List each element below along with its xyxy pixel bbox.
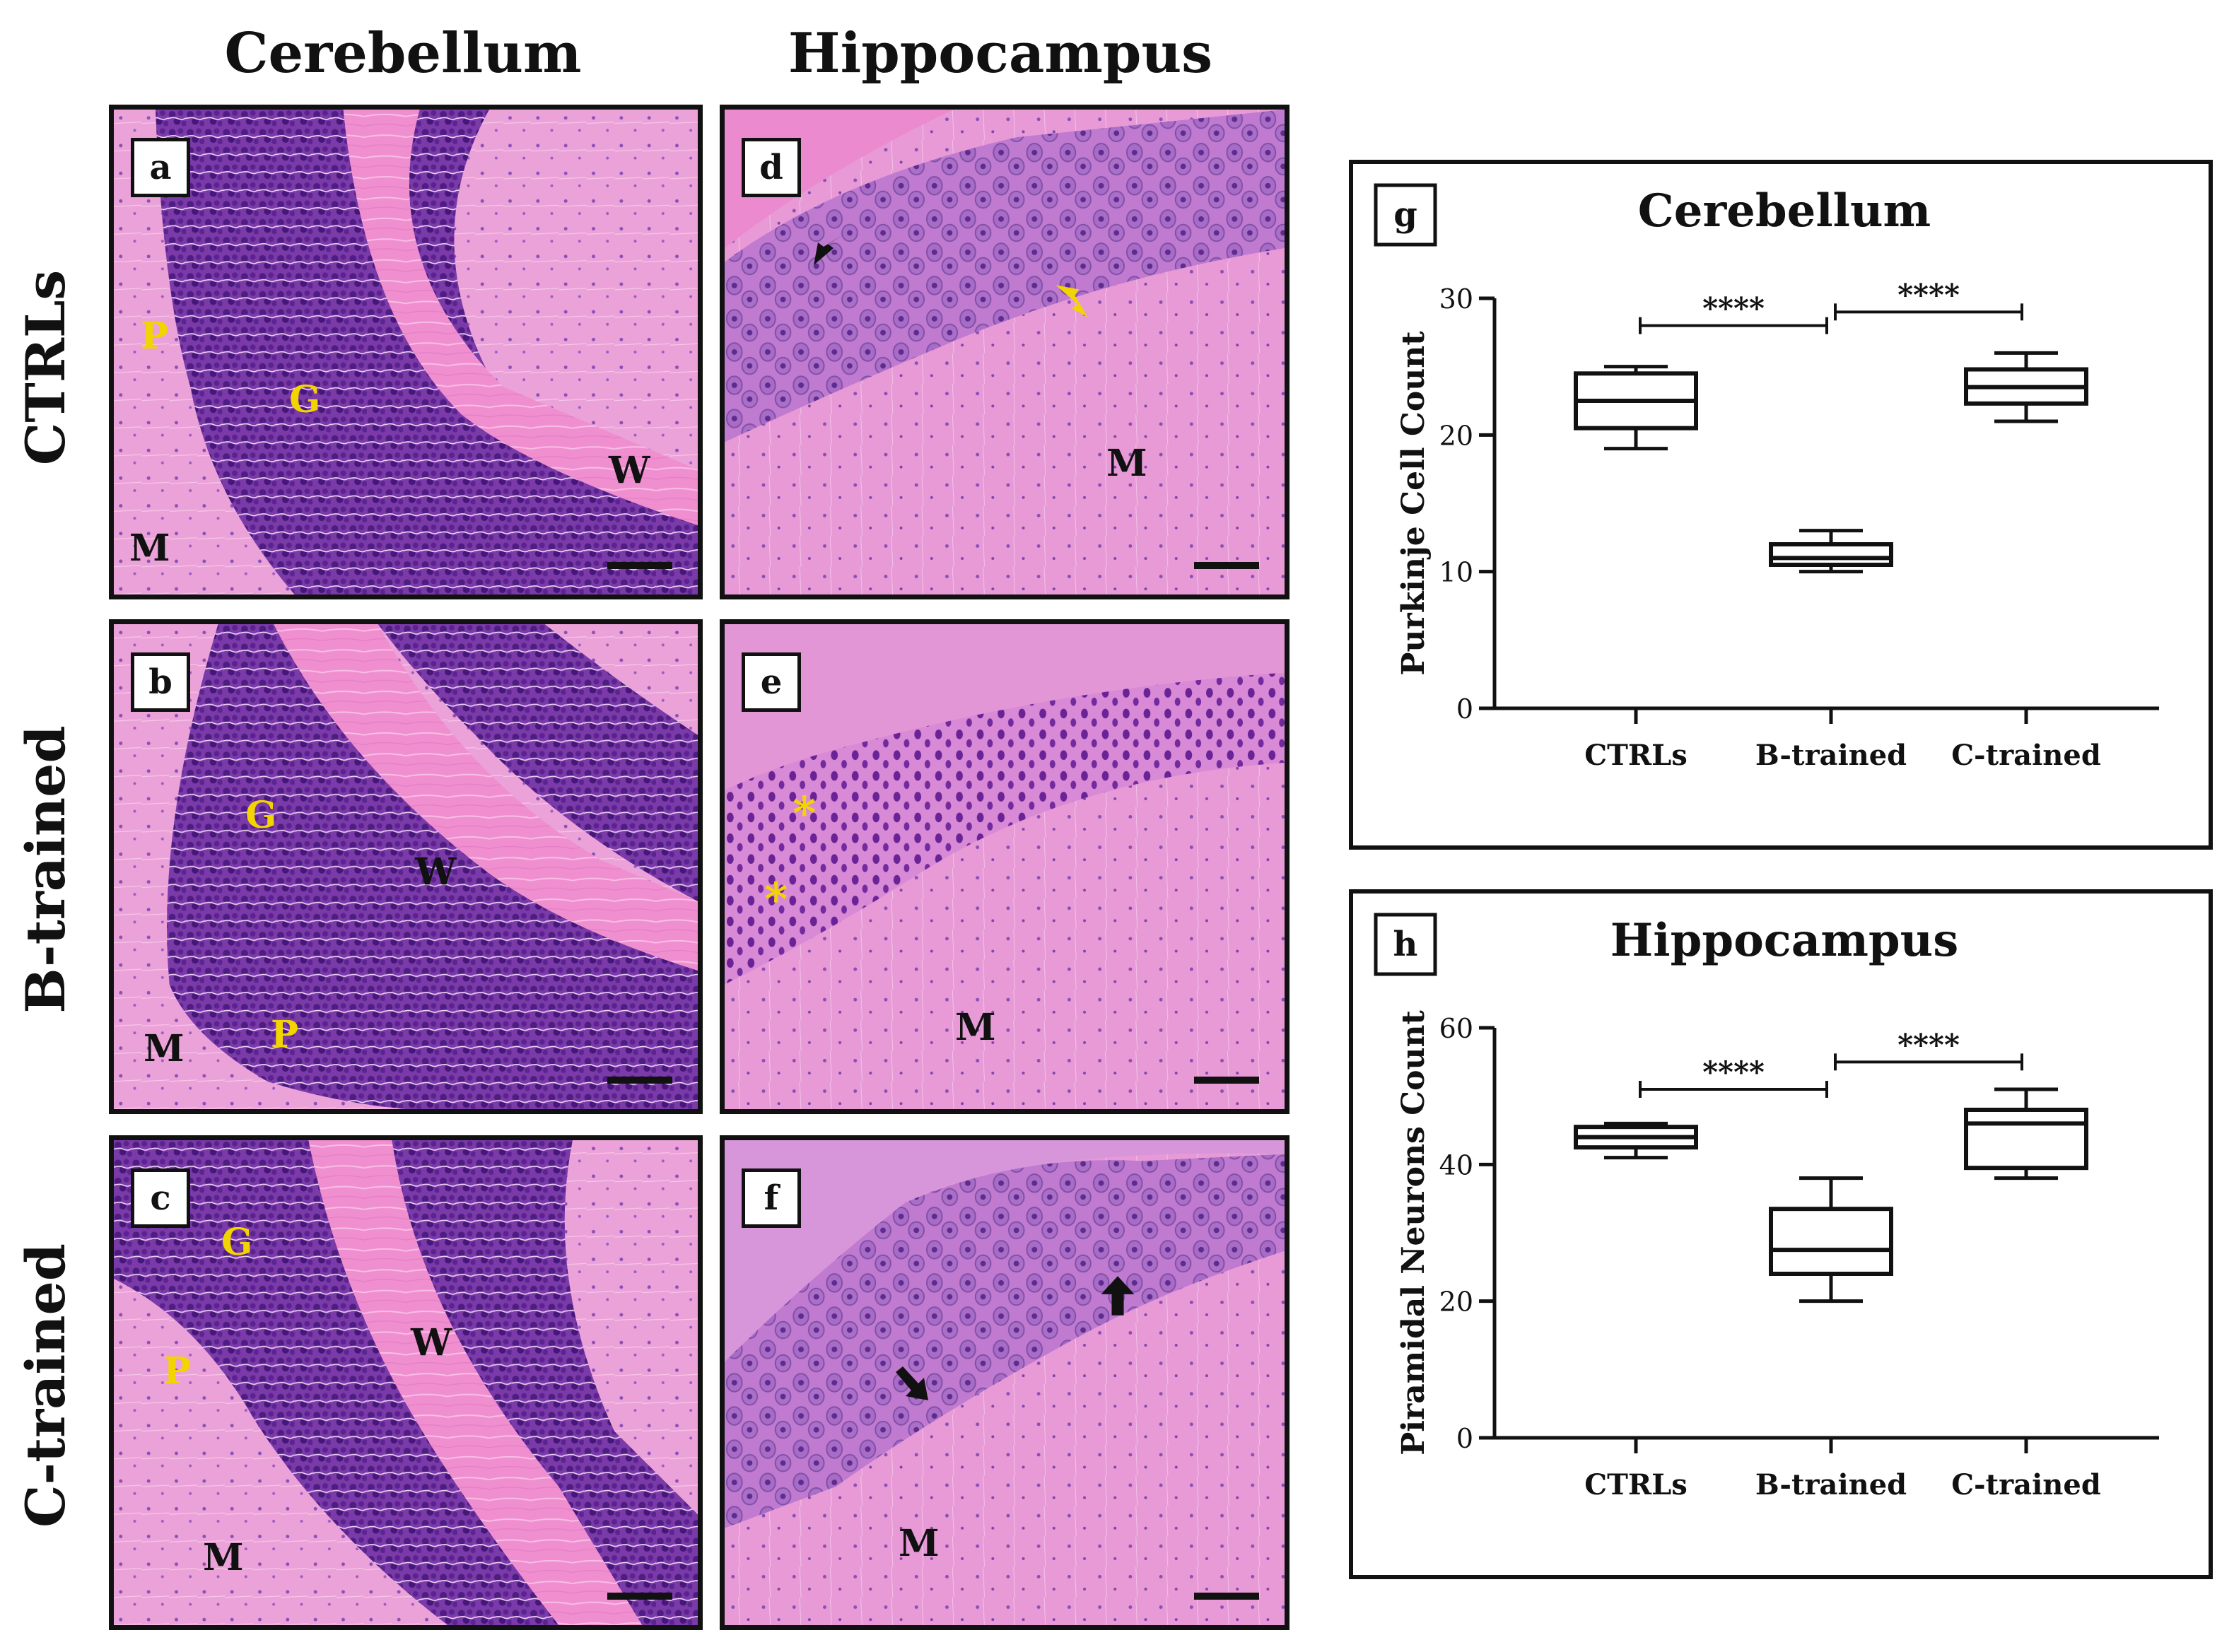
region-label-m: M — [899, 1522, 940, 1565]
cerebellum-tissue-image — [114, 1140, 698, 1625]
chart-title: Hippocampus — [1610, 914, 1958, 967]
micrograph-panel-c: c G P W M — [109, 1135, 703, 1630]
y-tick-label: 30 — [1439, 283, 1473, 315]
y-tick-label: 10 — [1439, 557, 1473, 588]
micrograph-panel-e: e * * M — [720, 619, 1289, 1114]
significance-label: **** — [1897, 1027, 1960, 1062]
region-label-m: M — [203, 1536, 244, 1579]
panel-label-a: a — [131, 138, 190, 197]
panel-label-c: c — [131, 1168, 190, 1228]
panel-label-b: b — [131, 652, 190, 712]
black-arrow-icon — [896, 1366, 928, 1400]
y-axis-label: Piramidal Neurons Count — [1396, 1010, 1432, 1455]
region-label-w: W — [609, 449, 650, 492]
row-heading-b-trained: B-trained — [14, 725, 77, 1014]
box-iqr — [1964, 1108, 2088, 1171]
cerebellum-tissue-image — [114, 110, 698, 594]
y-tick-label: 0 — [1456, 1423, 1473, 1454]
cerebellum-tissue-image — [114, 624, 698, 1109]
y-tick-label: 20 — [1439, 1287, 1473, 1318]
y-axis-label: Purkinje Cell Count — [1396, 331, 1432, 676]
x-tick-label: CTRLs — [1584, 739, 1688, 772]
region-label-g: G — [289, 378, 321, 421]
asterisk-mark: * — [793, 787, 817, 840]
x-tick-label: C-trained — [1951, 1468, 2101, 1501]
x-tick-label: C-trained — [1951, 739, 2101, 772]
yellow-arrow-icon — [1055, 285, 1088, 317]
chart-title: Cerebellum — [1638, 184, 1931, 238]
y-tick-label: 20 — [1439, 420, 1473, 451]
panel-label-e: e — [742, 652, 801, 712]
x-tick-label: B-trained — [1755, 1468, 1907, 1501]
region-label-m: M — [1106, 442, 1147, 485]
panel-label-box — [1374, 183, 1437, 247]
hippocampus-tissue-image — [725, 1140, 1285, 1625]
scale-bar — [1194, 1077, 1259, 1084]
micrograph-panel-a: a P G W M — [109, 105, 703, 599]
hippocampus-tissue-image — [725, 110, 1285, 594]
x-tick-label: CTRLs — [1584, 1468, 1688, 1501]
region-label-m: M — [955, 1006, 996, 1049]
y-tick-label: 0 — [1456, 693, 1473, 725]
asterisk-mark: * — [764, 873, 788, 926]
box-iqr — [1769, 1207, 1893, 1276]
column-heading-cerebellum: Cerebellum — [224, 21, 582, 86]
y-tick-label: 40 — [1439, 1149, 1473, 1181]
region-label-p: P — [271, 1013, 299, 1056]
column-heading-hippocampus: Hippocampus — [788, 21, 1213, 86]
scale-bar — [607, 1593, 672, 1600]
region-label-p: P — [163, 1349, 192, 1393]
significance-label: **** — [1897, 277, 1960, 312]
micrograph-panel-d: d M — [720, 105, 1289, 599]
micrograph-panel-f: f M — [720, 1135, 1289, 1630]
panel-label-g: g — [1393, 195, 1417, 235]
panel-label-h: h — [1393, 925, 1418, 964]
significance-label: **** — [1702, 291, 1765, 326]
black-arrow-icon — [814, 234, 845, 265]
panel-label-box — [1374, 913, 1437, 976]
black-arrow-icon — [1101, 1276, 1135, 1316]
panel-label-f: f — [742, 1168, 801, 1228]
panel-label-d: d — [742, 138, 801, 197]
region-label-g: G — [245, 794, 277, 837]
scale-bar — [607, 562, 672, 569]
y-tick-label: 60 — [1439, 1013, 1473, 1044]
hippocampus-tissue-image — [725, 624, 1285, 1109]
row-heading-c-trained: C-trained — [14, 1243, 77, 1528]
scale-bar — [1194, 1593, 1259, 1600]
box-iqr — [1769, 542, 1893, 567]
region-label-p: P — [141, 315, 169, 358]
row-heading-ctrls: CTRLs — [14, 269, 77, 466]
region-label-m: M — [144, 1027, 185, 1070]
scale-bar — [1194, 562, 1259, 569]
micrograph-panel-b: b G W M P — [109, 619, 703, 1114]
significance-label: **** — [1702, 1055, 1765, 1089]
x-tick-label: B-trained — [1755, 739, 1907, 772]
region-label-m: M — [129, 527, 170, 570]
region-label-w: W — [415, 850, 457, 894]
region-label-w: W — [411, 1321, 452, 1364]
region-label-g: G — [221, 1221, 253, 1264]
scale-bar — [607, 1077, 672, 1084]
